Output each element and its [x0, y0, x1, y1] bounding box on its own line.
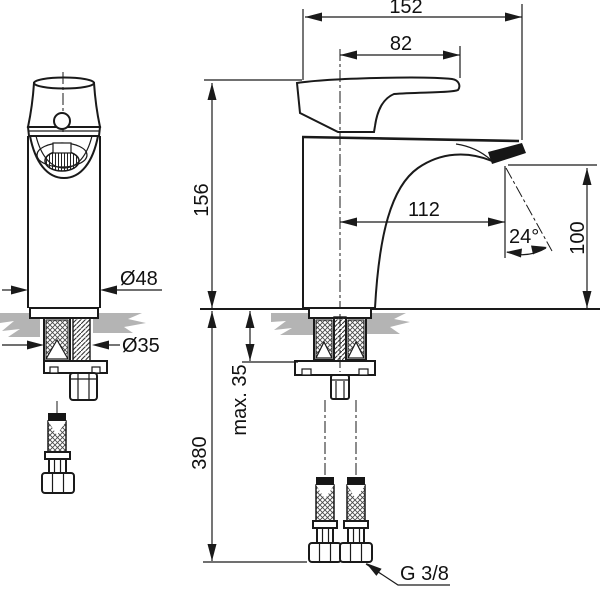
dim-label-82: 82	[390, 33, 412, 55]
base-flange-front	[29, 307, 99, 319]
spout-underside	[374, 153, 493, 309]
dim-label-112: 112	[408, 199, 440, 221]
dimension-d35-hole-diameter: Ø35	[2, 335, 160, 357]
dimension-380-hose-length: 380	[189, 311, 307, 563]
dim-label-156: 156	[191, 183, 213, 216]
front-view-faucet	[26, 72, 108, 494]
dim-label-max35: max. 35	[229, 364, 251, 435]
supply-hose-side-right	[339, 477, 373, 563]
dim-label-24deg: 24°	[509, 226, 539, 248]
mounting-nut-side	[330, 374, 350, 400]
dim-label-152: 152	[389, 0, 422, 18]
handle-lever-side	[295, 76, 461, 133]
supply-hose-side-left	[308, 477, 342, 563]
aerator-front	[44, 150, 80, 172]
dim-label-380: 380	[189, 436, 211, 469]
aerator-side	[488, 143, 526, 164]
dimension-max35-deck-thickness: max. 35	[229, 311, 298, 436]
dim-label-g38: G 3/8	[400, 563, 449, 585]
dim-label-d48: Ø48	[120, 268, 158, 290]
dim-label-d35: Ø35	[122, 335, 160, 357]
dimension-112-spout-reach: 112	[340, 166, 506, 258]
handle-top-rim	[33, 76, 95, 90]
dimension-152-overall-depth: 152	[302, 0, 523, 140]
supply-hose-front	[41, 413, 75, 494]
mounting-nut-front	[69, 372, 98, 401]
threaded-rod-front	[72, 317, 91, 365]
body-top-side	[301, 135, 520, 143]
dim-label-100: 100	[567, 221, 589, 254]
dimension-156-height: 156	[191, 79, 302, 308]
base-flange-side	[308, 307, 372, 319]
side-view-faucet	[294, 49, 526, 563]
handle-dot	[53, 112, 71, 130]
dimension-82-handle-depth: 82	[340, 33, 461, 78]
dimension-g38-connection-thread: G 3/8	[365, 563, 450, 586]
dimension-d48-base-diameter: Ø48	[2, 268, 162, 295]
dimension-100-outlet-height: 100	[508, 164, 597, 308]
dimension-24deg-spout-angle: 24°	[505, 167, 553, 258]
